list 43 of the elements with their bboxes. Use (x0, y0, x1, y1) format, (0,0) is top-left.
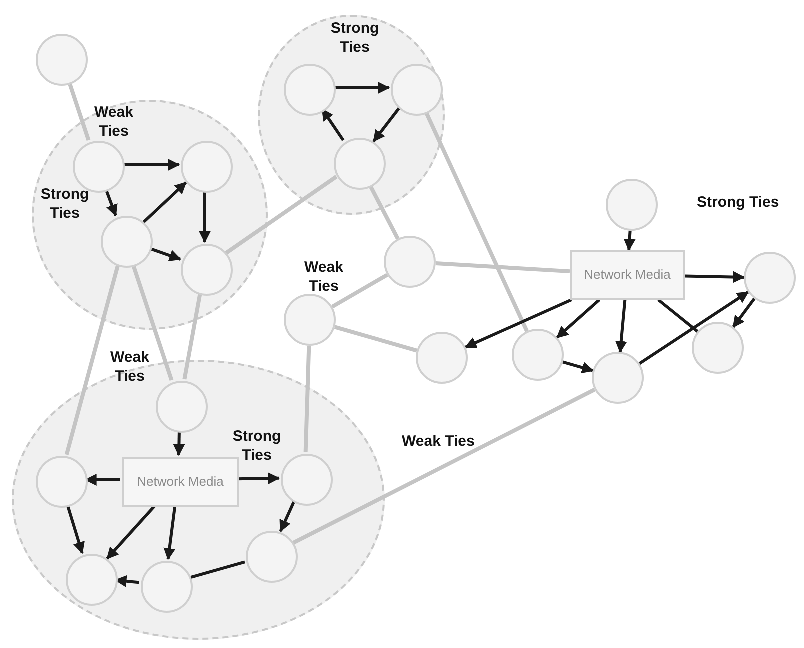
media-box: Network Media (122, 457, 239, 507)
strong-tie-arrow (615, 300, 628, 354)
strong-tie-arrow (142, 182, 188, 224)
tie-label: Weak Ties (110, 348, 150, 386)
strong-tie-arrow (149, 247, 182, 262)
tie-label: Weak Ties (402, 432, 475, 451)
strong-tie-arrow (123, 159, 180, 171)
weak-tie-line (225, 175, 338, 255)
strong-tie-arrow (638, 291, 750, 365)
tie-label: Weak Ties (94, 103, 134, 141)
weak-tie-line (304, 346, 312, 452)
strong-tie-arrow (236, 472, 280, 485)
weak-tie-line (64, 264, 120, 456)
strong-tie-arrow (173, 430, 186, 456)
strong-tie-arrow (562, 360, 594, 374)
cluster-label: Strong Ties (330, 19, 380, 57)
strong-tie-arrow (164, 504, 177, 560)
strong-tie-arrow (66, 504, 85, 554)
strong-tie-arrow (464, 298, 572, 349)
weak-tie-line (131, 264, 174, 381)
strong-tie-arrow (279, 501, 296, 532)
cluster-label: Strong Ties (40, 185, 90, 223)
strong-tie-arrow (106, 504, 158, 560)
strong-tie-arrow (624, 230, 636, 252)
tie-label: Strong Ties (697, 193, 780, 212)
media-box: Network Media (570, 250, 685, 300)
strong-tie-arrow (684, 271, 746, 284)
weak-tie-line (68, 84, 91, 141)
weak-tie-line (182, 293, 202, 380)
weak-tie-line (292, 388, 596, 545)
weak-tie-line (368, 184, 400, 240)
strong-tie-arrow (334, 82, 390, 94)
weak-tie-line (424, 110, 529, 332)
strong-tie-arrow (321, 108, 345, 142)
strong-tie-arrow (556, 298, 601, 339)
strong-tie-arrow (104, 188, 118, 217)
weak-tie-line (331, 273, 389, 309)
strong-tie-arrow (732, 298, 756, 328)
weak-tie-line (436, 262, 570, 274)
weak-tie-line (334, 325, 418, 353)
tie-label: Weak Ties (304, 258, 344, 296)
strong-tie-arrow (199, 191, 211, 244)
strong-tie-arrow (372, 108, 400, 142)
